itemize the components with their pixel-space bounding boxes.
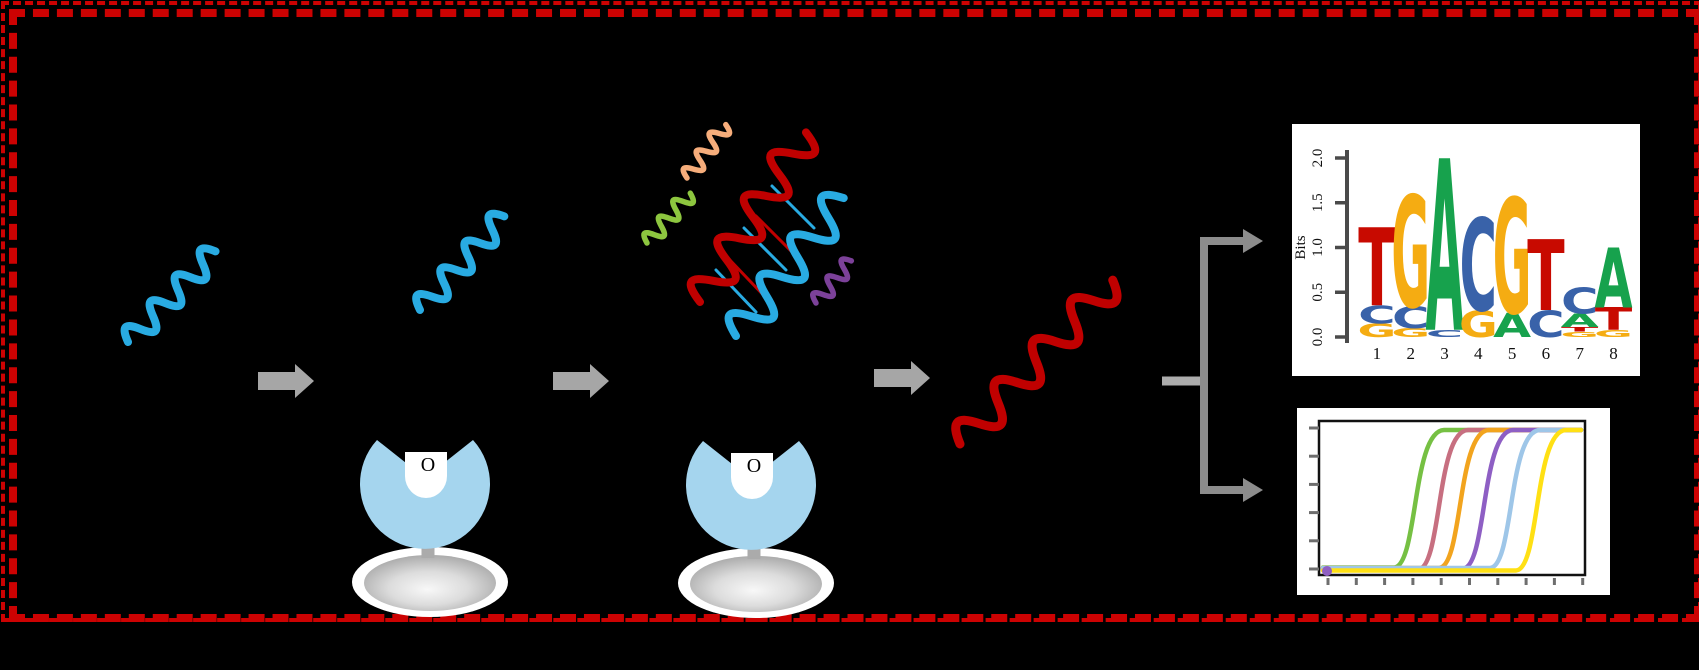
logo-letter: G bbox=[1391, 326, 1430, 340]
x-tick-label: 8 bbox=[1609, 344, 1618, 363]
fork-arrowhead-bottom bbox=[1243, 478, 1263, 502]
output-fork-connector bbox=[1162, 229, 1263, 502]
amplification-curve-1 bbox=[1320, 427, 1584, 570]
dashed-border-inner bbox=[9, 9, 1699, 622]
y-tick-label: 1.0 bbox=[1310, 238, 1326, 257]
logo-letter: G bbox=[1459, 303, 1498, 346]
y-tick-label: 2.0 bbox=[1310, 149, 1326, 168]
logo-letter: A bbox=[1595, 231, 1633, 327]
fork-arrowhead-top bbox=[1243, 229, 1263, 253]
binding-pocket bbox=[405, 452, 447, 498]
logo-letter: G bbox=[1493, 166, 1532, 350]
amplification-curve-6 bbox=[1320, 427, 1584, 573]
x-tick-label: 5 bbox=[1508, 344, 1517, 363]
bead-assembly-2: O bbox=[678, 441, 834, 618]
logo-letter: G bbox=[1560, 330, 1599, 339]
magnetic-bead bbox=[364, 555, 496, 611]
x-tick-label: 4 bbox=[1474, 344, 1483, 363]
x-tick-label: 2 bbox=[1406, 344, 1415, 363]
process-arrow-2 bbox=[553, 364, 609, 398]
binding-pocket bbox=[731, 453, 773, 499]
qpcr-panel bbox=[1297, 408, 1610, 595]
logo-letter: C bbox=[1561, 281, 1598, 322]
logo-letter: A bbox=[1561, 310, 1599, 331]
qpcr-svg bbox=[1309, 419, 1587, 585]
target-strand-group bbox=[120, 244, 220, 346]
duplex-group bbox=[686, 128, 848, 340]
y-tick-label: 1.5 bbox=[1310, 193, 1326, 212]
x-tick-label: 7 bbox=[1575, 344, 1584, 363]
binding-site-label: O bbox=[747, 455, 761, 477]
duplex-rung bbox=[742, 226, 788, 272]
duplex-rung bbox=[770, 184, 816, 230]
fragment-purple-strand bbox=[810, 256, 855, 306]
process-arrow-1 bbox=[258, 364, 314, 398]
logo-letter: T bbox=[1358, 208, 1395, 333]
y-axis-title: Bits bbox=[1293, 235, 1309, 259]
x-tick-label: 1 bbox=[1373, 344, 1382, 363]
library-fragments bbox=[641, 121, 855, 306]
duplex-rung bbox=[714, 268, 758, 314]
process-arrow-3 bbox=[874, 361, 930, 395]
logo-letter: A bbox=[1426, 124, 1464, 376]
amplification-curve-5 bbox=[1320, 427, 1584, 571]
logo-letter: G bbox=[1358, 321, 1397, 342]
logo-letter: C bbox=[1392, 301, 1430, 336]
y-tick-label: 0.5 bbox=[1310, 283, 1326, 302]
x-tick-label: 3 bbox=[1440, 344, 1449, 363]
qpcr-chart bbox=[1297, 408, 1610, 600]
released-red-strand bbox=[951, 275, 1122, 449]
logo-letter: C bbox=[1460, 194, 1498, 341]
plot-frame bbox=[1317, 419, 1587, 577]
released-strand-group bbox=[951, 275, 1122, 449]
captured-rna-strand bbox=[412, 209, 509, 314]
y-tick-label: 0.0 bbox=[1310, 328, 1326, 347]
fork-bracket bbox=[1200, 237, 1243, 494]
logo-letter: T bbox=[1595, 302, 1633, 337]
logo-letter: C bbox=[1358, 302, 1395, 330]
captured-strand-group bbox=[412, 209, 509, 314]
baseline-start-marker bbox=[1322, 566, 1332, 576]
logo-letter: A bbox=[1493, 306, 1532, 345]
magnetic-bead bbox=[690, 556, 822, 612]
logo-letter: C bbox=[1426, 328, 1464, 339]
x-tick-label: 6 bbox=[1542, 344, 1551, 363]
logo-letter: C bbox=[1527, 304, 1564, 346]
duplex-cyan-strand bbox=[724, 190, 848, 340]
sequence-logo-svg: 0.00.51.01.52.0BitsGCT1GCG2CA3GC4AG5CT6G… bbox=[1293, 112, 1633, 386]
logo-letter: G bbox=[1391, 165, 1430, 343]
logo-letter: T bbox=[1561, 326, 1599, 333]
duplex-red-strand bbox=[686, 128, 820, 306]
logo-letter: T bbox=[1527, 220, 1565, 333]
fragment-orange-strand bbox=[680, 121, 733, 181]
fragment-green-strand bbox=[641, 190, 697, 246]
logo-letter: G bbox=[1594, 328, 1633, 339]
binding-site-label: O bbox=[421, 454, 435, 476]
bead-assembly-1: O bbox=[352, 440, 508, 617]
target-rna-strand bbox=[120, 244, 220, 346]
